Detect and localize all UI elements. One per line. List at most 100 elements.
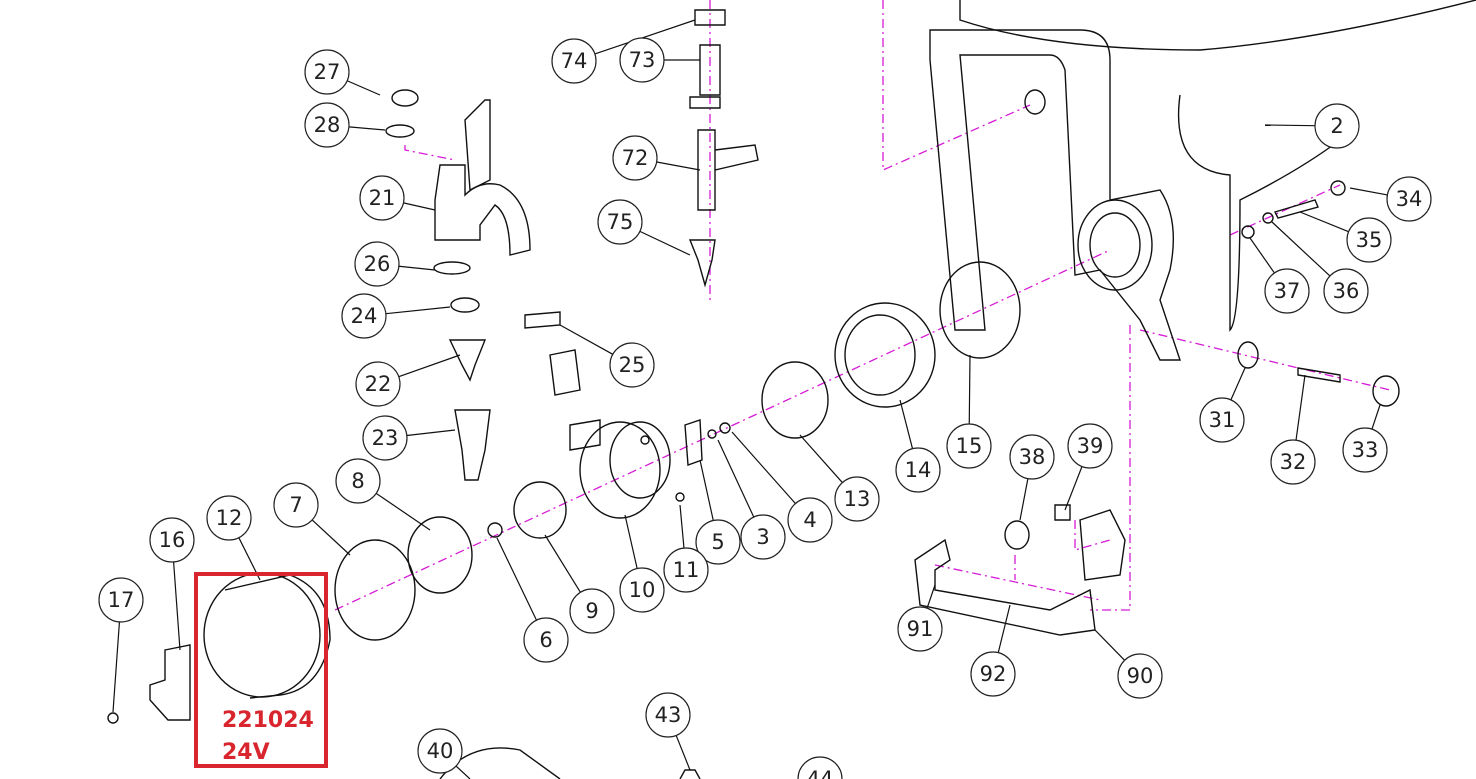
highlighted-part-voltage: 24V [222, 740, 270, 765]
callout-circle [273, 482, 319, 528]
callout-circle [1386, 176, 1432, 222]
callout-circle [897, 606, 943, 652]
highlighted-part-box [194, 572, 328, 768]
callout-number: 5 [711, 530, 724, 554]
callout-circle [663, 547, 709, 593]
callout-72: 72 [612, 135, 658, 181]
leader-line-31 [1230, 367, 1246, 401]
callout-22: 22 [355, 361, 401, 407]
callout-32: 32 [1270, 439, 1316, 485]
callout-circle [304, 102, 350, 148]
callout-25: 25 [609, 342, 655, 388]
callout-circle [1067, 423, 1113, 469]
callout-circle [354, 241, 400, 287]
callout-16: 16 [149, 517, 195, 563]
callout-21: 21 [359, 175, 405, 221]
callout-34: 34 [1386, 176, 1432, 222]
callout-circle [1323, 268, 1369, 314]
callout-number: 22 [365, 372, 392, 396]
callout-circle [359, 175, 405, 221]
callout-circle [569, 588, 615, 634]
callout-number: 7 [289, 493, 302, 517]
callout-8: 8 [335, 458, 381, 504]
highlighted-part-number: 221024 [222, 708, 314, 733]
leader-line-34 [1349, 187, 1388, 196]
leader-line-90 [1094, 629, 1126, 661]
callout-91: 91 [897, 606, 943, 652]
callout-number: 17 [108, 588, 135, 612]
callout-number: 3 [756, 525, 769, 549]
callout-90: 90 [1117, 653, 1163, 699]
callout-number: 31 [1209, 408, 1236, 432]
callout-circle [523, 617, 569, 663]
callout-number: 23 [372, 426, 399, 450]
callout-number: 34 [1396, 187, 1423, 211]
callout-circle [695, 519, 741, 565]
callout-10: 10 [619, 567, 665, 613]
callout-circle [206, 495, 252, 541]
callout-circle [1117, 653, 1163, 699]
callout-circle [417, 728, 463, 774]
callout-number: 72 [622, 146, 649, 170]
callout-number: 27 [314, 60, 341, 84]
callout-17: 17 [98, 577, 144, 623]
callout-24: 24 [341, 293, 387, 339]
callout-number: 28 [314, 113, 341, 137]
leader-line-17 [112, 621, 121, 713]
leader-line-6 [496, 537, 538, 621]
leader-line-21 [403, 202, 436, 211]
leader-line-27 [346, 80, 381, 96]
callout-number: 73 [629, 48, 656, 72]
callout-11: 11 [663, 547, 709, 593]
leader-line-8 [375, 492, 431, 531]
callout-2: 2 [1314, 103, 1360, 149]
callout-number: 92 [980, 662, 1007, 686]
callout-number: 26 [364, 252, 391, 276]
leader-line-39 [1064, 466, 1083, 511]
callout-circle [797, 756, 843, 779]
callout-36: 36 [1323, 268, 1369, 314]
callout-number: 39 [1077, 434, 1104, 458]
callout-circle [551, 38, 597, 84]
callout-circle [740, 514, 786, 560]
pump-flange-parts [107, 261, 1021, 724]
callout-75: 75 [597, 199, 643, 245]
callout-43: 43 [645, 692, 691, 738]
callout-12: 12 [206, 495, 252, 541]
leader-line-15 [968, 354, 971, 425]
callout-13: 13 [834, 476, 880, 522]
callout-number: 35 [1356, 228, 1383, 252]
callout-circle [1314, 103, 1360, 149]
callout-28: 28 [304, 102, 350, 148]
leader-line-91 [926, 584, 936, 609]
callout-5: 5 [695, 519, 741, 565]
callout-92: 92 [970, 651, 1016, 697]
callout-37: 37 [1264, 268, 1310, 314]
leader-line-75 [639, 230, 691, 256]
leader-line-74 [594, 19, 696, 55]
callout-number: 16 [159, 528, 186, 552]
callout-circle [619, 37, 665, 83]
callout-40: 40 [417, 728, 463, 774]
callout-circle [787, 497, 833, 543]
callout-number: 13 [844, 487, 871, 511]
callout-6: 6 [523, 617, 569, 663]
callout-circle [612, 135, 658, 181]
callout-circle [645, 692, 691, 738]
callout-4: 4 [787, 497, 833, 543]
callout-circle [304, 49, 350, 95]
leader-line-92 [997, 604, 1011, 653]
callout-number: 33 [1352, 438, 1379, 462]
callout-circle [149, 517, 195, 563]
leader-line-38 [1019, 478, 1029, 521]
leader-line-28 [348, 126, 386, 131]
leader-line-2 [1264, 124, 1316, 127]
callout-35: 35 [1346, 217, 1392, 263]
callout-74: 74 [551, 38, 597, 84]
callout-number: 44 [807, 767, 834, 779]
leader-line-22 [398, 354, 461, 378]
callout-23: 23 [362, 415, 408, 461]
callout-number: 9 [585, 599, 598, 623]
